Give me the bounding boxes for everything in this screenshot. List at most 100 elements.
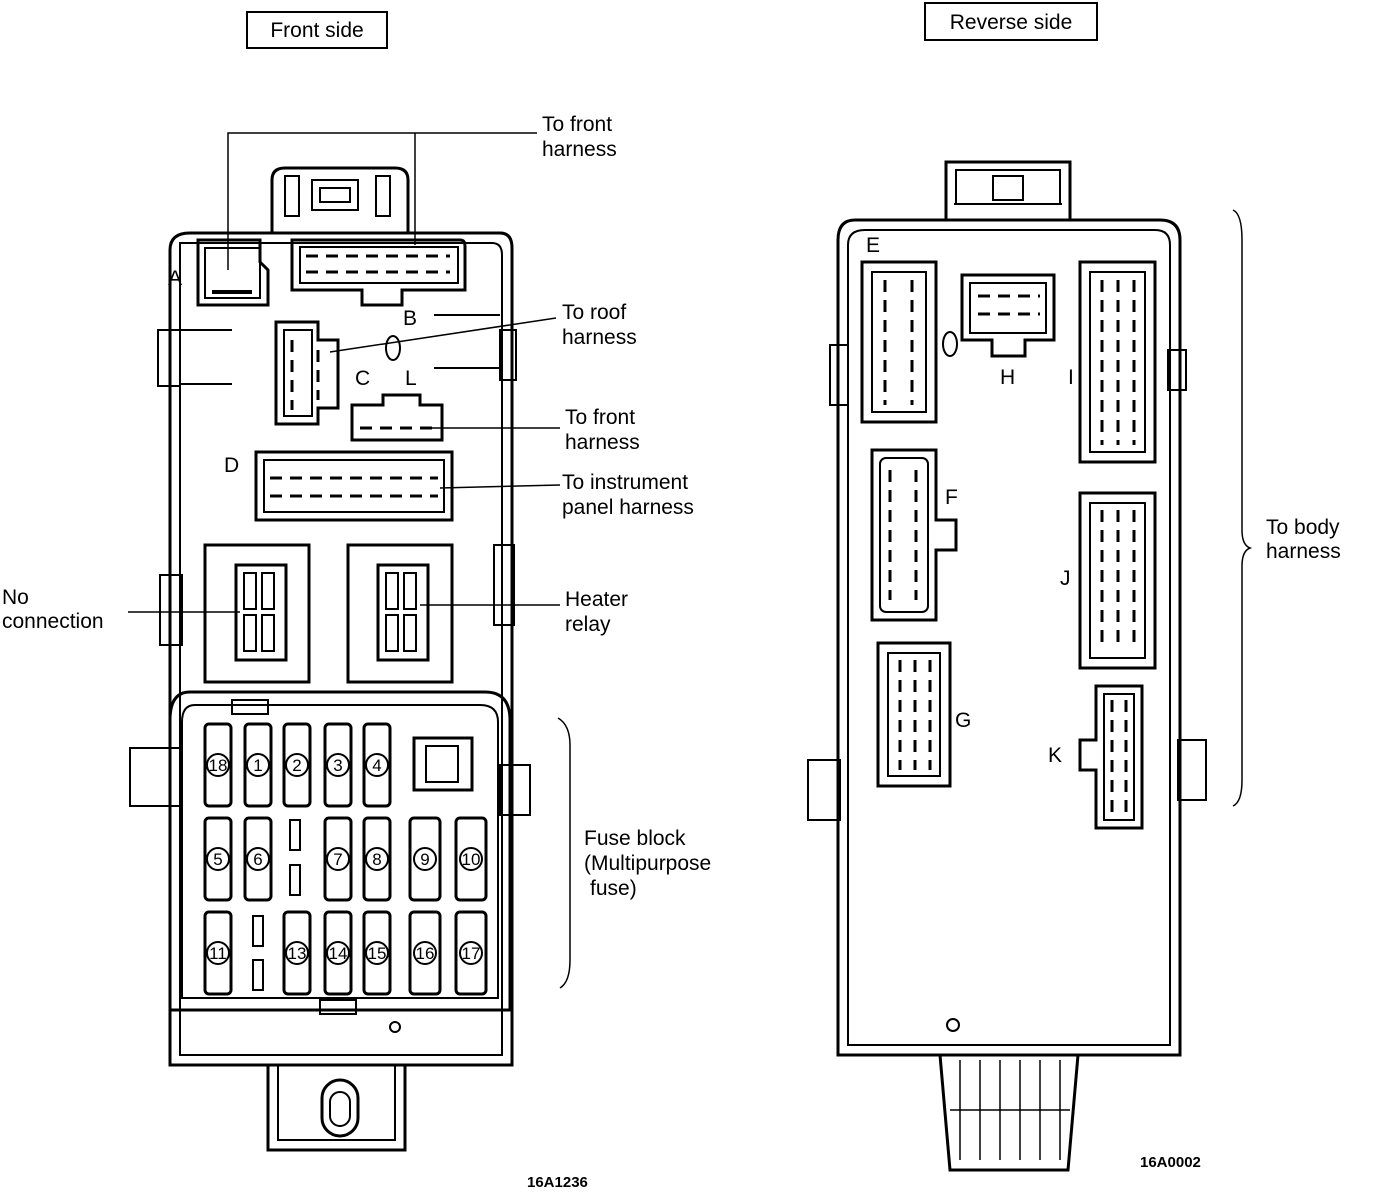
callout-lines-front	[128, 132, 571, 989]
label-i: I	[1068, 366, 1074, 389]
label-b: B	[403, 307, 417, 330]
fuse-number-circle	[365, 753, 389, 777]
fuse-slot: 16	[408, 910, 442, 996]
callout-heater-relay-line2: relay	[565, 613, 611, 636]
fuse-slot: 11	[203, 910, 233, 996]
callout-roof-harness-line2: harness	[562, 326, 637, 349]
front-diagram-code: 16A1236	[527, 1174, 588, 1191]
callout-body-harness-line1: To body	[1266, 516, 1340, 539]
callout-instrument-line1: To instrument	[562, 471, 688, 494]
callout-instrument-line2: panel harness	[562, 496, 694, 519]
callout-heater-relay-line1: Heater	[565, 588, 628, 611]
callout-front-harness-mid-line1: To front	[565, 406, 635, 429]
connector-f: F	[870, 448, 958, 622]
fuse-number: 18	[209, 756, 228, 775]
fuse-number-circle	[413, 941, 437, 965]
fuse-number: 9	[420, 850, 429, 869]
fuse-number-circle	[413, 847, 437, 871]
fuse-slot: 17	[454, 910, 488, 996]
connector-e: E	[860, 234, 938, 424]
fuse-number: 13	[288, 944, 307, 963]
label-j: J	[1060, 567, 1071, 590]
fuse-slot: 9	[408, 816, 442, 902]
front-title-box: Front side	[246, 11, 388, 49]
label-e: E	[866, 234, 880, 257]
callout-fuse-block-line3: fuse)	[590, 877, 637, 900]
callout-front-harness-mid-line2: harness	[565, 431, 640, 454]
label-a: A	[168, 267, 182, 290]
connector-a: A	[168, 238, 270, 307]
fuse-number-circle	[326, 847, 350, 871]
connector-g: G	[876, 641, 971, 788]
callout-fuse-block-line1: Fuse block	[584, 827, 686, 850]
fuse-slot: 7	[323, 816, 353, 902]
front-box-outline	[157, 166, 517, 1152]
fuse-number-circle	[459, 941, 483, 965]
fuse-number-circle	[326, 753, 350, 777]
fuse-number-circle	[326, 941, 350, 965]
callout-fuse-block-line2: (Multipurpose	[584, 852, 711, 875]
fuse-number: 8	[372, 850, 381, 869]
fuse-number-circle	[206, 941, 230, 965]
fuse-slot: 5	[203, 816, 233, 902]
fuse-number: 4	[372, 756, 381, 775]
label-l: L	[405, 367, 417, 390]
connector-c: C	[274, 320, 401, 426]
connector-j: J	[1060, 491, 1157, 670]
spare-fuse	[252, 915, 264, 947]
fuse-slot: 13	[282, 910, 312, 996]
fuse-number-circle	[285, 941, 309, 965]
heater-relay-socket	[346, 543, 454, 684]
fuse-slot: 14	[323, 910, 353, 996]
fuse-number: 1	[253, 756, 262, 775]
spare-fuse	[289, 819, 301, 851]
spare-fuse	[252, 959, 264, 991]
fuse-number-circle	[246, 847, 270, 871]
fuse-number: 15	[368, 944, 387, 963]
fuse-number: 2	[292, 756, 301, 775]
spare-fuse	[289, 864, 301, 896]
callout-no-connection-line2: connection	[2, 610, 104, 633]
reverse-box-outline	[807, 160, 1207, 1172]
fuse-slot: 10	[454, 816, 488, 902]
fuse-slot: 3	[323, 722, 353, 808]
no-connection-socket	[203, 543, 311, 684]
connector-i: I	[1068, 260, 1157, 464]
body-harness-bracket	[1232, 209, 1253, 807]
connector-l: L	[350, 367, 444, 442]
fuse-slot: 6	[243, 816, 273, 902]
fuse-number-circle	[206, 753, 230, 777]
fuse-slot: 18	[203, 722, 233, 808]
label-k: K	[1048, 744, 1062, 767]
fuse-number: 7	[333, 850, 342, 869]
fuse-number-circle	[285, 753, 309, 777]
fuse-number: 6	[253, 850, 262, 869]
reverse-title: Reverse side	[950, 11, 1073, 34]
fuse-slot: 4	[362, 722, 392, 808]
fuse-slot: 2	[282, 722, 312, 808]
fuse-number-circle	[459, 847, 483, 871]
fuse-number: 10	[462, 850, 481, 869]
callout-roof-harness-line1: To roof	[562, 301, 626, 324]
connector-h: H	[942, 273, 1056, 389]
fuse-number-circle	[365, 941, 389, 965]
callout-no-connection-line1: No	[2, 586, 29, 609]
fuse-number: 14	[329, 944, 348, 963]
connector-b: B	[290, 238, 467, 330]
label-c: C	[355, 367, 370, 390]
fuse-block	[129, 690, 531, 1015]
fuse-number-circle	[206, 847, 230, 871]
reverse-title-box: Reverse side	[924, 2, 1098, 41]
fuse-slot: 1	[243, 722, 273, 808]
fuse-number-circle	[246, 753, 270, 777]
fuse-slot: 8	[362, 816, 392, 902]
fuse-number: 17	[462, 944, 481, 963]
label-g: G	[955, 709, 971, 732]
callout-front-harness-top-line1: To front	[542, 113, 612, 136]
callout-front-harness-top-line2: harness	[542, 138, 617, 161]
front-title: Front side	[270, 19, 363, 42]
callout-body-harness-line2: harness	[1266, 540, 1341, 563]
fuse-number: 16	[416, 944, 435, 963]
